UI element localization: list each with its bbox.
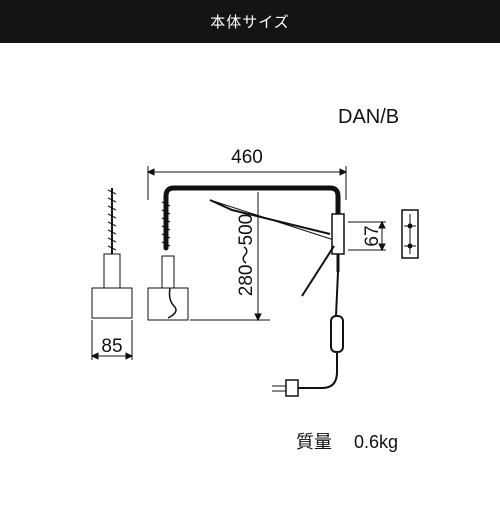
width-dimension-label: 460 [231,147,263,168]
weight-value: 0.6kg [354,432,399,452]
page-header: 本体サイズ [0,0,500,43]
model-code: DAN/B [338,106,400,128]
header-title: 本体サイズ [210,13,290,31]
bracket-detail [348,209,419,259]
front-view [146,166,348,397]
depth-dimension-label: 85 [101,336,122,357]
bracket-dimension-label: 67 [362,225,383,246]
side-view [90,188,134,360]
height-dimension-label: 280～500 [236,214,257,296]
weight-spec: 質量 0.6kg [296,428,398,454]
weight-label: 質量 [296,432,332,453]
